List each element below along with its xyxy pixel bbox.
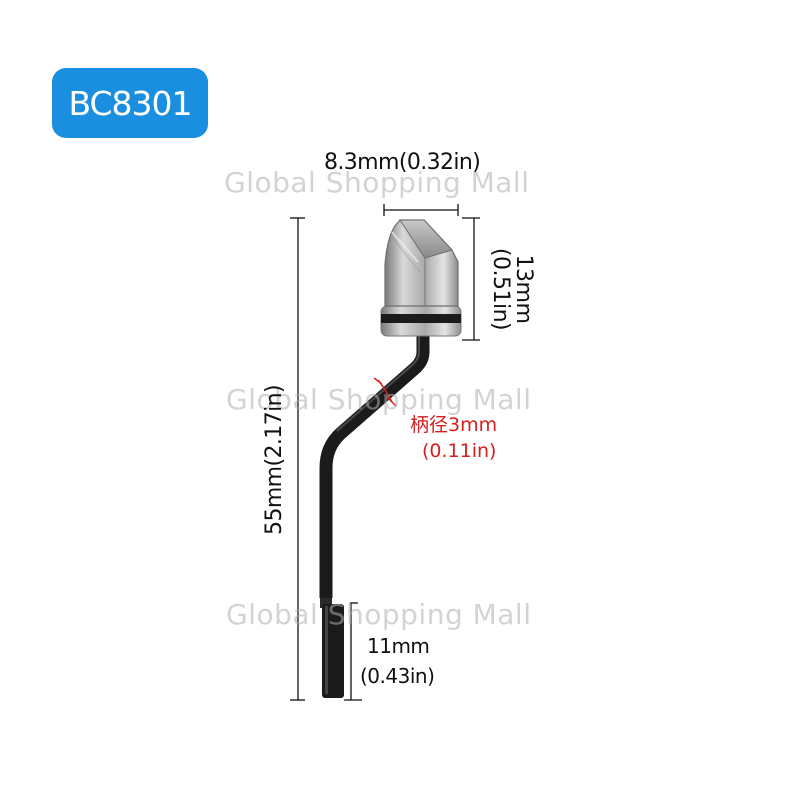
label-shank-diameter-cn: 柄径3mm [410, 414, 498, 436]
model-badge-text: BC8301 [68, 83, 192, 123]
dimension-head-height [462, 217, 480, 341]
dimension-total-length [290, 217, 305, 701]
model-badge: BC8301 [52, 68, 208, 138]
label-head-width: 8.3mm(0.32in) [324, 150, 481, 175]
label-shank-diameter-in: (0.11in) [422, 440, 497, 462]
tool-tip [320, 598, 332, 608]
watermark-top: Global Shopping Mall [224, 166, 530, 199]
dimension-head-width [383, 204, 459, 216]
label-head-height: 13mm (0.51in) [481, 229, 536, 349]
watermark-middle: Global Shopping Mall [226, 383, 532, 416]
tool-shank [319, 330, 430, 598]
dimension-tip-length [344, 602, 362, 701]
label-head-height-mm: 13mm [511, 254, 536, 324]
watermark-bottom: Global Shopping Mall [226, 598, 532, 631]
label-head-height-in: (0.51in) [487, 247, 513, 331]
label-tip-length-in: (0.43in) [360, 664, 435, 688]
label-tip-length-mm: 11mm [367, 634, 430, 658]
dimension-shank-diameter [373, 377, 397, 407]
label-total-length: 55mm(2.17in) [262, 385, 287, 535]
